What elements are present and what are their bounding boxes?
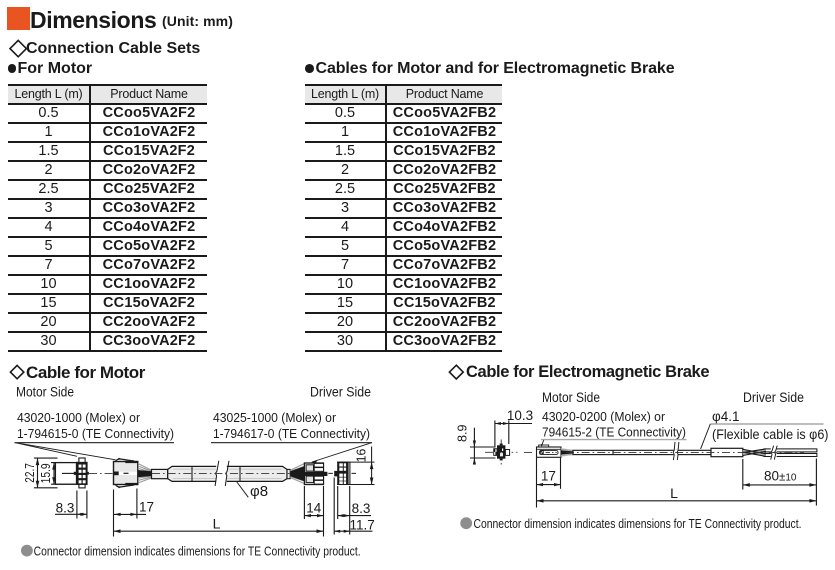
svg-text:Connector dimension indicates: Connector dimension indicates dimensions… xyxy=(474,516,802,531)
svg-text:16: 16 xyxy=(353,449,368,463)
svg-text:15.9: 15.9 xyxy=(38,463,53,483)
svg-text:Motor Side: Motor Side xyxy=(542,390,600,405)
svg-text:Driver Side: Driver Side xyxy=(743,390,804,405)
svg-text:43020-0200 (Molex) or: 43020-0200 (Molex) or xyxy=(542,409,666,424)
svg-text:Motor Side: Motor Side xyxy=(16,385,74,400)
svg-text:17: 17 xyxy=(139,500,154,515)
svg-text:Driver Side: Driver Side xyxy=(310,385,371,400)
svg-text:14: 14 xyxy=(306,500,322,515)
svg-text:Connector dimension indicates: Connector dimension indicates dimensions… xyxy=(34,544,361,559)
svg-text:1-794615-0 (TE Connectivity): 1-794615-0 (TE Connectivity) xyxy=(17,426,174,441)
svg-text:10.3: 10.3 xyxy=(507,408,533,423)
svg-text:φ8: φ8 xyxy=(250,483,268,500)
svg-text:8.9: 8.9 xyxy=(454,424,469,442)
svg-text:17: 17 xyxy=(541,468,556,483)
svg-text:(Flexible cable is φ6): (Flexible cable is φ6) xyxy=(712,427,829,442)
svg-text:43020-1000 (Molex) or: 43020-1000 (Molex) or xyxy=(17,410,141,425)
svg-text:11.7: 11.7 xyxy=(350,518,375,533)
svg-text:8.3: 8.3 xyxy=(352,501,371,516)
svg-text:22.7: 22.7 xyxy=(22,463,37,483)
svg-text:43025-1000 (Molex) or: 43025-1000 (Molex) or xyxy=(213,410,337,425)
svg-text:L: L xyxy=(213,515,221,531)
svg-text:1-794617-0 (TE Connectivity): 1-794617-0 (TE Connectivity) xyxy=(213,426,370,441)
svg-text:φ4.1: φ4.1 xyxy=(712,409,740,424)
svg-text:794615-2 (TE Connectivity): 794615-2 (TE Connectivity) xyxy=(542,425,686,440)
svg-text:L: L xyxy=(670,485,678,501)
svg-text:80±10: 80±10 xyxy=(764,469,797,484)
svg-text:8.3: 8.3 xyxy=(56,500,75,515)
